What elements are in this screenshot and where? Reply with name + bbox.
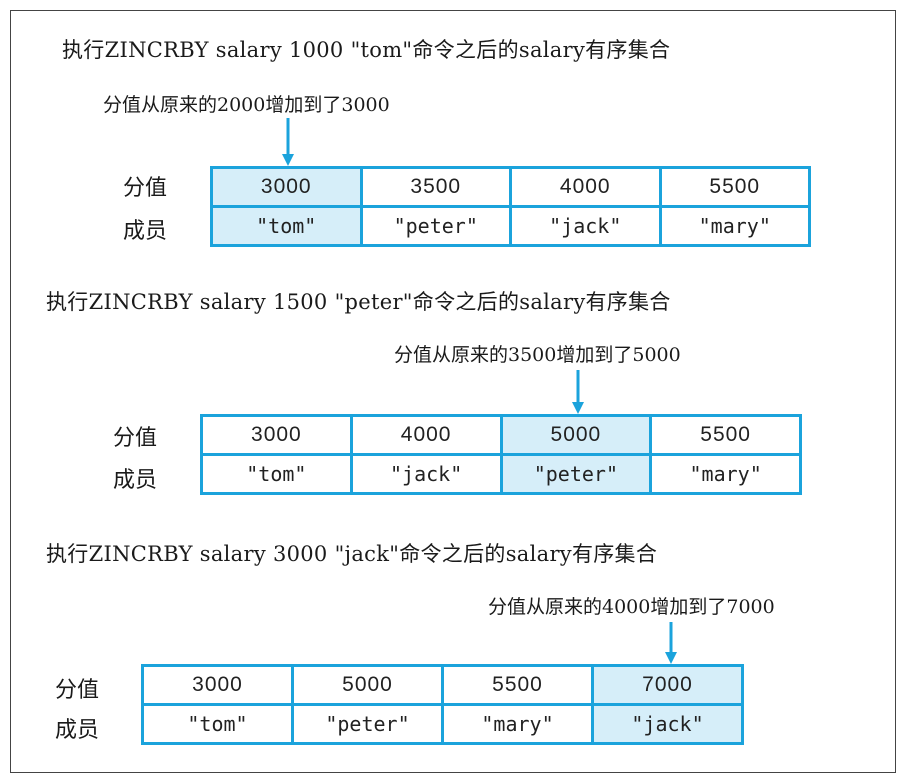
panel-1-title: 执行ZINCRBY salary 1000 "tom"命令之后的salary有序…: [62, 38, 671, 62]
panel-2-score-label: 分值: [113, 426, 158, 451]
member-cell: "peter": [291, 703, 444, 745]
score-cell: 3500: [359, 166, 512, 208]
panel-3-score-label: 分值: [55, 678, 100, 703]
score-cell: 4000: [509, 166, 662, 208]
score-cell: 5000: [499, 414, 653, 456]
panel-3-note: 分值从原来的4000增加到了7000: [488, 596, 775, 618]
score-cell: 3000: [210, 166, 363, 208]
member-cell: "jack": [591, 703, 744, 745]
score-row: 3000 3500 4000 5500: [210, 166, 811, 208]
score-cell: 5500: [649, 414, 802, 456]
member-cell: "jack": [349, 453, 503, 495]
score-row: 3000 5000 5500 7000: [141, 664, 744, 706]
score-cell: 7000: [591, 664, 744, 706]
score-cell: 5000: [291, 664, 444, 706]
score-cell: 4000: [349, 414, 503, 456]
member-cell: "peter": [499, 453, 653, 495]
member-cell: "tom": [210, 205, 363, 247]
member-cell: "mary": [649, 453, 802, 495]
member-cell: "mary": [441, 703, 594, 745]
score-row: 3000 4000 5000 5500: [200, 414, 802, 456]
member-row: "tom" "peter" "mary" "jack": [141, 703, 744, 745]
panel-2-sorted-set: 3000 4000 5000 5500 "tom" "jack" "peter"…: [200, 414, 802, 495]
panel-2-note: 分值从原来的3500增加到了5000: [394, 344, 681, 366]
panel-2-member-label: 成员: [113, 468, 158, 493]
panel-3-arrow: [665, 622, 677, 664]
panel-1-score-label: 分值: [123, 176, 168, 201]
panel-3-title: 执行ZINCRBY salary 3000 "jack"命令之后的salary有…: [46, 542, 658, 566]
member-cell: "jack": [509, 205, 662, 247]
member-cell: "tom": [200, 453, 353, 495]
member-cell: "mary": [658, 205, 811, 247]
panel-1-arrow: [282, 118, 294, 166]
panel-3-sorted-set: 3000 5000 5500 7000 "tom" "peter" "mary"…: [141, 664, 744, 745]
member-cell: "peter": [359, 205, 512, 247]
panel-1-member-label: 成员: [123, 219, 168, 244]
figure-frame: [10, 10, 896, 773]
panel-3-member-label: 成员: [55, 718, 100, 743]
member-row: "tom" "peter" "jack" "mary": [210, 205, 811, 247]
panel-1-sorted-set: 3000 3500 4000 5500 "tom" "peter" "jack"…: [210, 166, 811, 247]
panel-2-arrow: [572, 370, 584, 414]
panel-2-title: 执行ZINCRBY salary 1500 "peter"命令之后的salary…: [46, 290, 671, 314]
score-cell: 3000: [200, 414, 353, 456]
score-cell: 3000: [141, 664, 294, 706]
score-cell: 5500: [658, 166, 811, 208]
score-cell: 5500: [441, 664, 594, 706]
member-cell: "tom": [141, 703, 294, 745]
panel-1-note: 分值从原来的2000增加到了3000: [103, 94, 390, 116]
member-row: "tom" "jack" "peter" "mary": [200, 453, 802, 495]
